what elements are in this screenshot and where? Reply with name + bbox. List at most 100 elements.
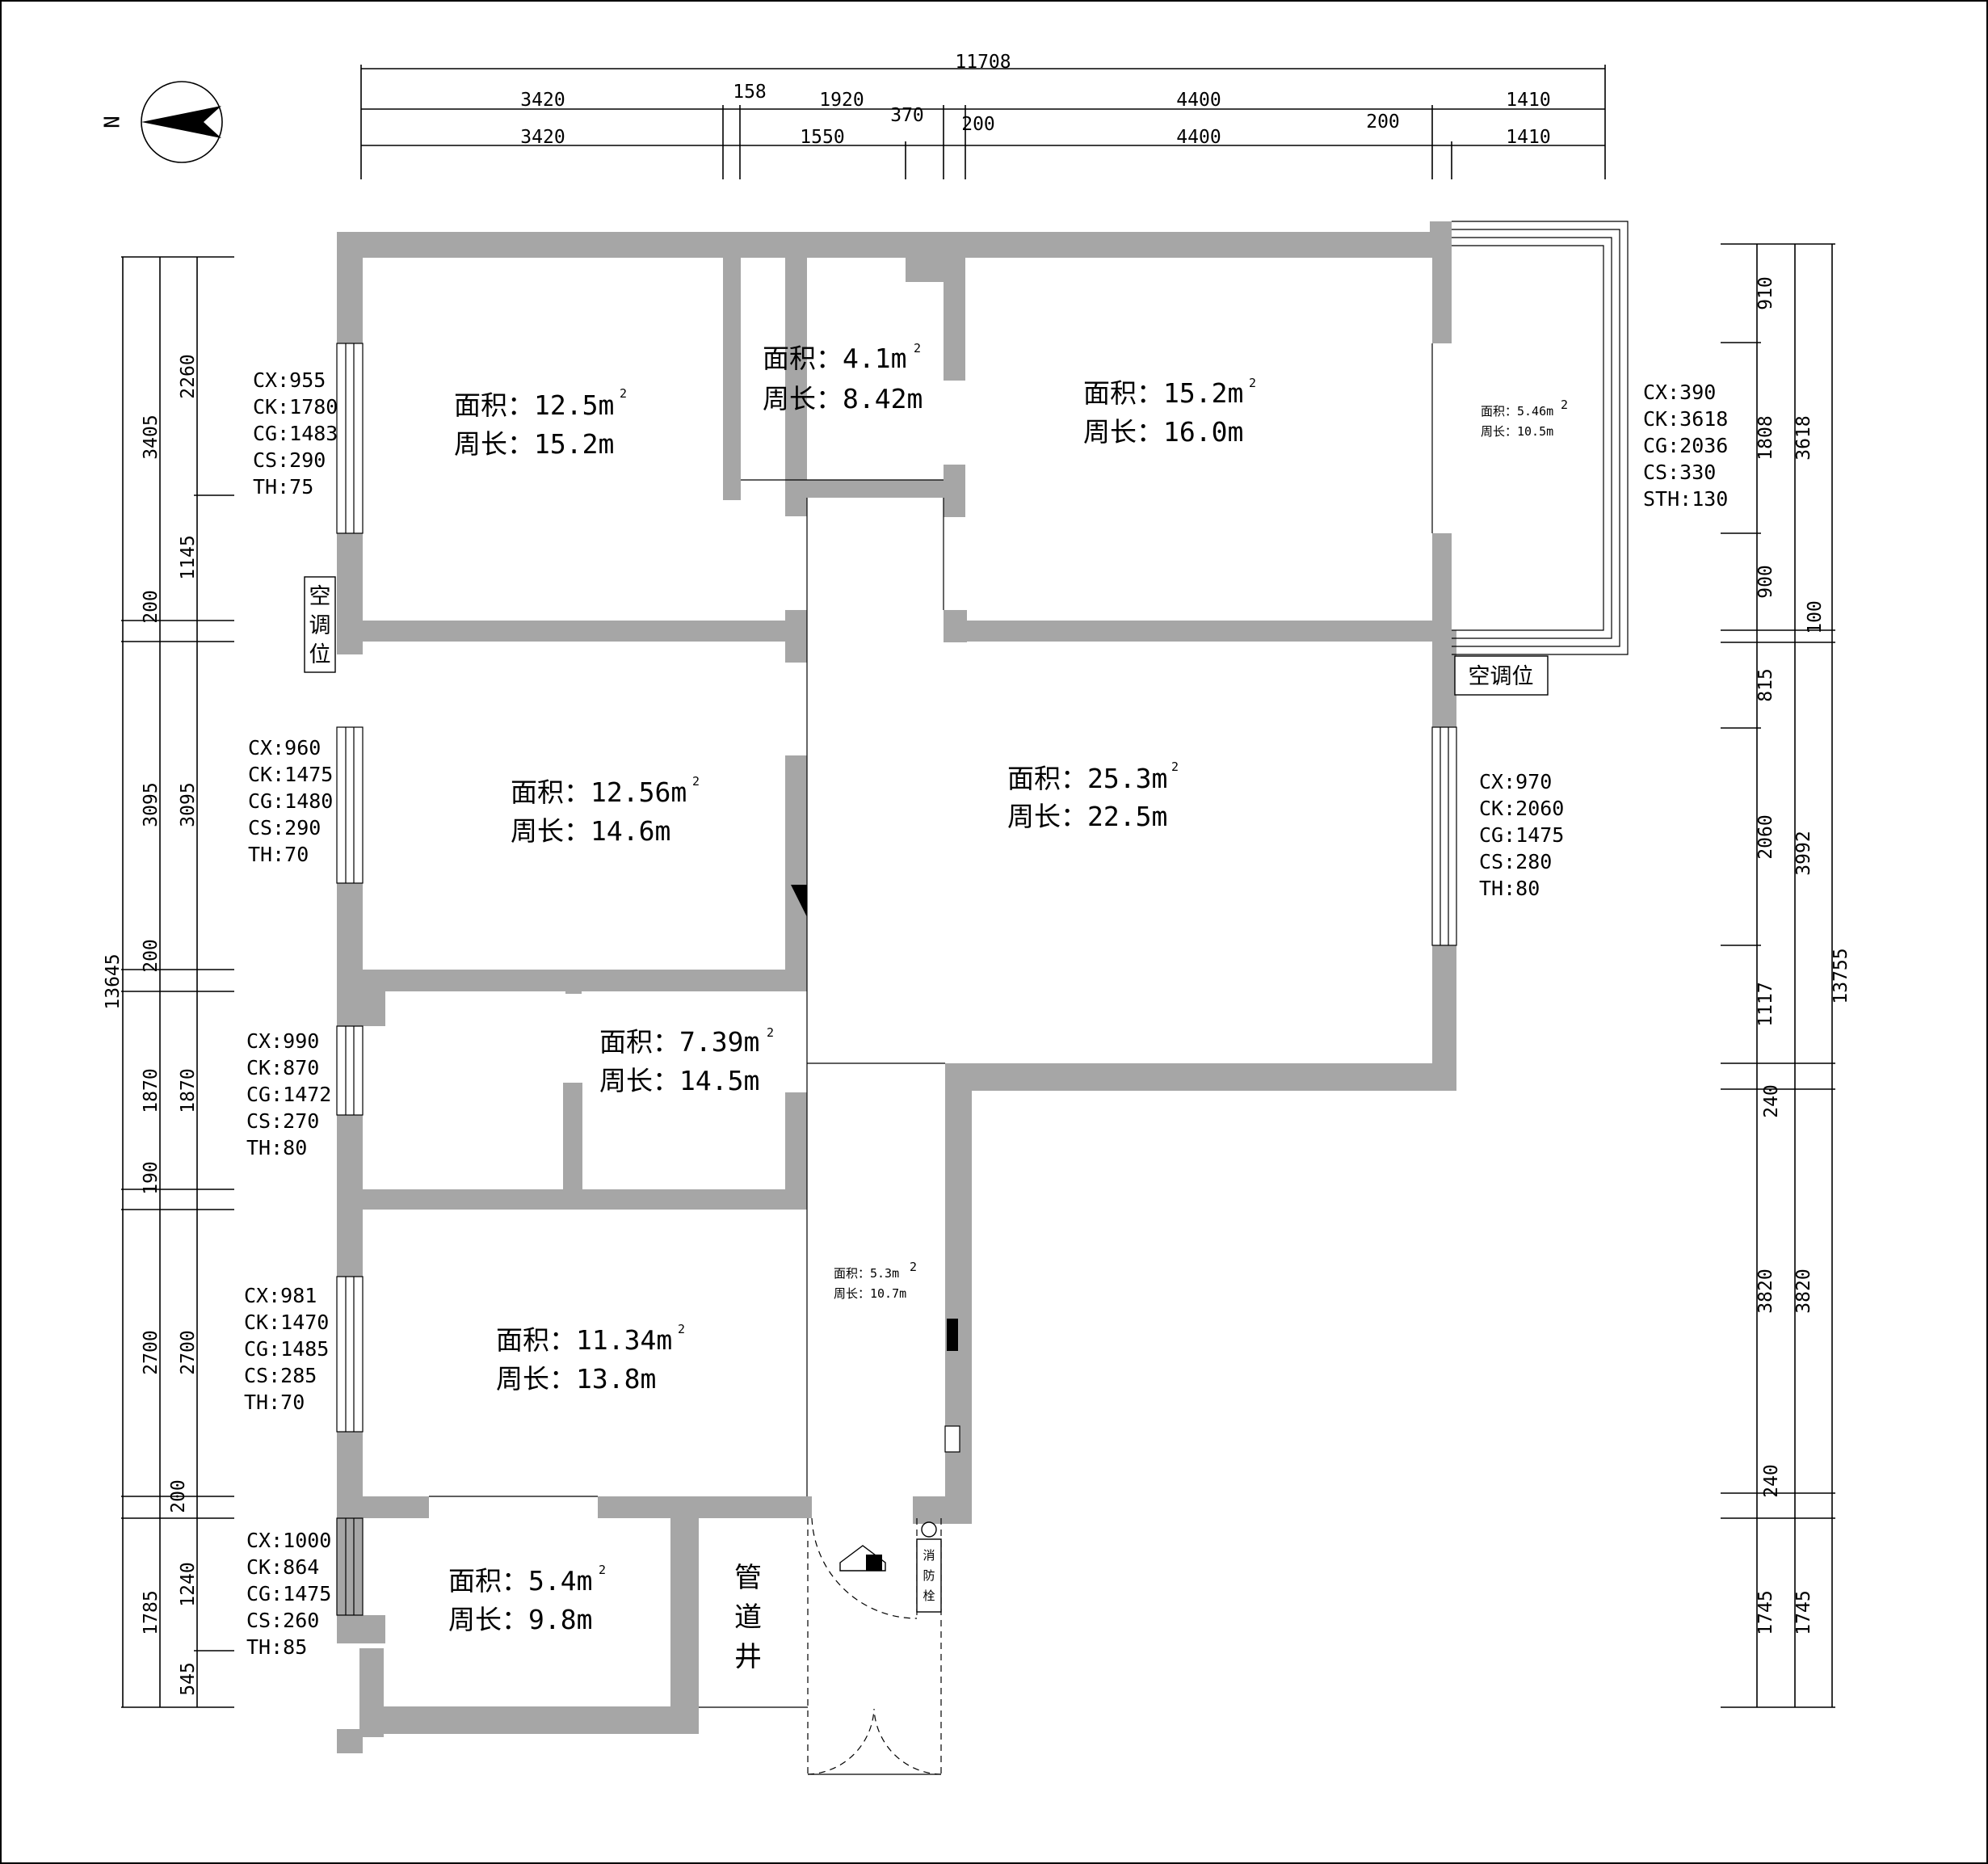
windows bbox=[336, 221, 1629, 1616]
room-area: 面积：11.34m bbox=[496, 1324, 672, 1356]
ac-right-label: 空调位 bbox=[1469, 664, 1534, 689]
dim-total-top: 11708 bbox=[955, 52, 1011, 73]
room-perimeter: 周长：8.42m bbox=[763, 383, 923, 414]
dim-top2-3: 200 bbox=[961, 114, 995, 135]
spec-line: CG:1485 bbox=[244, 1337, 329, 1361]
room-area-sup: 2 bbox=[599, 1563, 606, 1577]
dim-left-total: 13645 bbox=[103, 953, 124, 1009]
room-area-sup: 2 bbox=[1249, 376, 1256, 390]
room-perimeter: 周长：22.5m bbox=[1007, 801, 1167, 832]
dim-left-2: 200 bbox=[141, 590, 162, 624]
spec-line: CK:3618 bbox=[1643, 407, 1728, 431]
spec-line: CK:2060 bbox=[1479, 797, 1564, 820]
dim-top2-4: 4400 bbox=[1176, 127, 1221, 148]
dim-right-2: 1808 bbox=[1755, 415, 1776, 460]
dim-left-inner-5: 2700 bbox=[178, 1330, 199, 1374]
room-bath-2: 面积：5.4m 2 周长：9.8m bbox=[448, 1563, 606, 1635]
spec-line: CK:1475 bbox=[248, 763, 333, 786]
room-area-sup: 2 bbox=[1561, 398, 1568, 412]
spec-line: CS:285 bbox=[244, 1364, 317, 1387]
room-area: 面积：4.1m bbox=[763, 343, 906, 374]
hydrant-char-3: 栓 bbox=[923, 1588, 935, 1603]
right-dimensions: 910 1808 900 100 815 2060 1117 240 3820 … bbox=[1721, 243, 1851, 1708]
dim-left-7: 2700 bbox=[141, 1330, 162, 1374]
shaft-char-2: 道 bbox=[734, 1601, 762, 1634]
room-area: 面积：25.3m bbox=[1007, 763, 1167, 794]
spec-line: CS:290 bbox=[253, 448, 326, 472]
spec-line: TH:70 bbox=[244, 1391, 305, 1414]
window-spec-1: CX:955 CK:1780 CG:1483 CS:290 TH:75 bbox=[253, 368, 338, 499]
dim-right-1: 910 bbox=[1755, 276, 1776, 310]
dim-right-4: 100 bbox=[1805, 600, 1826, 634]
spec-line: CG:2036 bbox=[1643, 434, 1728, 457]
dim-left-inner-7: 545 bbox=[178, 1662, 199, 1696]
window-spec-5: CX:1000 CK:864 CG:1475 CS:260 TH:85 bbox=[246, 1529, 331, 1659]
dim-left-3: 3095 bbox=[141, 782, 162, 827]
room-perimeter: 周长：10.7m bbox=[834, 1286, 906, 1301]
room-area: 面积：5.46m bbox=[1481, 404, 1553, 419]
room-corridor: 面积：5.3m 2 周长：10.7m bbox=[834, 1260, 917, 1301]
window-spec-3: CX:990 CK:870 CG:1472 CS:270 TH:80 bbox=[246, 1029, 331, 1159]
dim-top2-6: 1410 bbox=[1506, 127, 1550, 148]
dim-top-5: 4400 bbox=[1176, 90, 1221, 111]
ac-position-right: 空调位 bbox=[1454, 655, 1549, 696]
dim-right-outer-1: 3618 bbox=[1793, 415, 1814, 460]
north-arrow-icon: N bbox=[101, 81, 223, 163]
room-area-sup: 2 bbox=[678, 1322, 685, 1336]
spec-line: CX:955 bbox=[253, 368, 326, 392]
window-spec-2: CX:960 CK:1475 CG:1480 CS:290 TH:70 bbox=[248, 736, 333, 866]
room-bedroom-3: 面积：11.34m 2 周长：13.8m bbox=[496, 1322, 685, 1395]
spec-line: TH:80 bbox=[1479, 877, 1540, 900]
dim-left-6: 190 bbox=[141, 1161, 162, 1195]
room-lines bbox=[429, 343, 1433, 1708]
spec-line: CG:1475 bbox=[1479, 823, 1564, 847]
room-area: 面积：15.2m bbox=[1083, 377, 1243, 409]
dim-left-9: 1785 bbox=[141, 1590, 162, 1635]
north-label: N bbox=[101, 116, 125, 128]
spec-line: TH:80 bbox=[246, 1136, 307, 1159]
dim-right-11: 1745 bbox=[1755, 1590, 1776, 1635]
dim-top2-1: 3420 bbox=[520, 127, 565, 148]
spec-line: CK:864 bbox=[246, 1555, 319, 1579]
ac-left-char-3: 位 bbox=[309, 642, 331, 667]
room-labels: 面积：12.5m 2 周长：15.2m 面积：4.1m 2 周长：8.42m 面… bbox=[448, 341, 1568, 1635]
spec-line: CS:330 bbox=[1643, 461, 1716, 484]
spec-line: STH:130 bbox=[1643, 487, 1728, 511]
spec-line: CS:260 bbox=[246, 1609, 319, 1632]
spec-line: CG:1480 bbox=[248, 789, 333, 813]
room-perimeter: 周长：16.0m bbox=[1083, 416, 1243, 448]
dim-right-outer-4: 1745 bbox=[1793, 1590, 1814, 1635]
hydrant-char-1: 消 bbox=[923, 1548, 935, 1563]
room-bath-1: 面积：4.1m 2 周长：8.42m bbox=[763, 341, 923, 414]
room-balcony: 面积：5.46m 2 周长：10.5m bbox=[1481, 398, 1568, 439]
dim-right-total: 13755 bbox=[1830, 948, 1851, 1004]
ac-position-left: 空 调 位 bbox=[304, 576, 336, 673]
pipe-shaft: 管 道 井 bbox=[734, 1562, 762, 1673]
entrance-door bbox=[807, 1517, 942, 1778]
room-area: 面积：7.39m bbox=[599, 1026, 759, 1058]
hydrant-char-2: 防 bbox=[923, 1568, 935, 1583]
dim-right-3: 900 bbox=[1755, 565, 1776, 599]
room-perimeter: 周长：15.2m bbox=[454, 428, 614, 460]
spec-line: CK:1780 bbox=[253, 395, 338, 419]
shaft-char-3: 井 bbox=[734, 1641, 762, 1673]
fire-hydrant-box: 消 防 栓 bbox=[916, 1521, 942, 1613]
spec-line: CK:1470 bbox=[244, 1311, 329, 1334]
meter-box bbox=[944, 1425, 960, 1453]
dim-top-6: 1410 bbox=[1506, 90, 1550, 111]
room-small: 面积：7.39m 2 周长：14.5m bbox=[599, 1025, 774, 1096]
dim-right-9: 3820 bbox=[1755, 1269, 1776, 1313]
dim-top-2: 158 bbox=[733, 82, 767, 103]
spec-line: CS:280 bbox=[1479, 850, 1552, 873]
room-perimeter: 周长：14.6m bbox=[511, 815, 670, 847]
electric-panel bbox=[947, 1319, 958, 1351]
room-perimeter: 周长：10.5m bbox=[1481, 424, 1553, 439]
dim-top-4: 370 bbox=[890, 105, 924, 126]
spec-line: CX:970 bbox=[1479, 770, 1552, 793]
dim-top2-2: 1550 bbox=[800, 127, 844, 148]
ac-left-char-2: 调 bbox=[309, 613, 331, 638]
dim-top-3: 1920 bbox=[819, 90, 864, 111]
dim-left-inner-6: 1240 bbox=[178, 1562, 199, 1606]
dim-left-inner-4: 1870 bbox=[178, 1068, 199, 1113]
